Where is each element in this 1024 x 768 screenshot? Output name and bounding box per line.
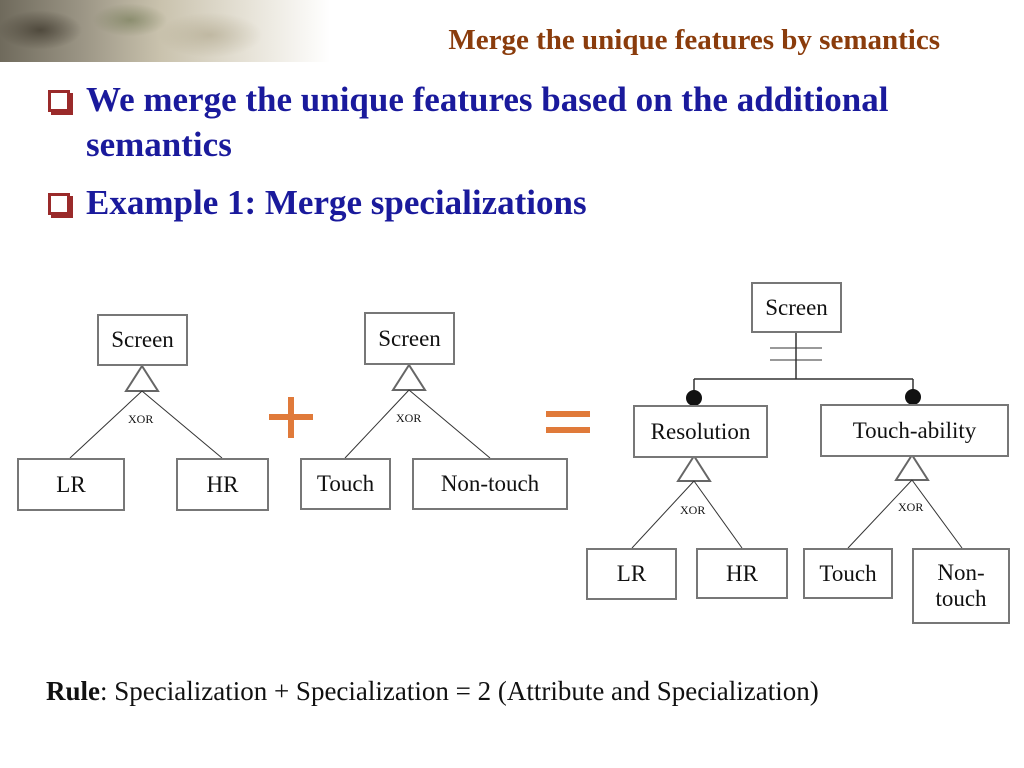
xor-label: XOR	[396, 411, 422, 425]
node-screen: Screen	[97, 314, 188, 366]
xor-label: XOR	[680, 503, 706, 517]
bullet-2-text: Example 1: Merge specializations	[86, 183, 587, 222]
node-touch: Touch	[300, 458, 391, 510]
node-touch: Touch	[803, 548, 893, 599]
rule-statement: Rule: Specialization + Specialization = …	[46, 676, 819, 707]
edge	[141, 390, 223, 459]
node-lr: LR	[586, 548, 677, 600]
node-non-touch: Non-touch	[912, 548, 1010, 624]
xor-label: XOR	[898, 500, 924, 514]
edge	[911, 479, 963, 549]
plus-icon	[269, 397, 313, 438]
node-touch-ability: Touch-ability	[820, 404, 1009, 457]
specialization-triangle-icon	[391, 363, 427, 391]
node-non-touch: Non-touch	[412, 458, 568, 510]
slide-title: Merge the unique features by semantics	[448, 24, 940, 56]
mandatory-dot-icon	[686, 390, 702, 406]
specialization-triangle-icon	[124, 364, 160, 392]
node-lr: LR	[17, 458, 125, 511]
checkbox-bullet-icon	[48, 193, 70, 215]
edge	[408, 389, 491, 459]
rule-label: Rule	[46, 676, 100, 706]
edge	[631, 480, 695, 549]
node-resolution: Resolution	[633, 405, 768, 458]
node-hr: HR	[696, 548, 788, 599]
specialization-triangle-icon	[894, 453, 930, 481]
specialization-triangle-icon	[676, 454, 712, 482]
rule-text: : Specialization + Specialization = 2 (A…	[100, 676, 819, 706]
header-photo	[0, 0, 300, 62]
node-hr: HR	[176, 458, 269, 511]
edge	[847, 479, 913, 549]
checkbox-bullet-icon	[48, 90, 70, 112]
node-screen: Screen	[751, 282, 842, 333]
equals-icon	[546, 411, 590, 433]
edge	[344, 389, 410, 459]
edge	[69, 390, 143, 459]
bullet-1-text: We merge the unique features based on th…	[86, 80, 889, 164]
mandatory-dot-icon	[905, 389, 921, 405]
node-screen: Screen	[364, 312, 455, 365]
edge	[693, 480, 743, 549]
header-banner	[0, 0, 1024, 62]
xor-label: XOR	[128, 412, 154, 426]
